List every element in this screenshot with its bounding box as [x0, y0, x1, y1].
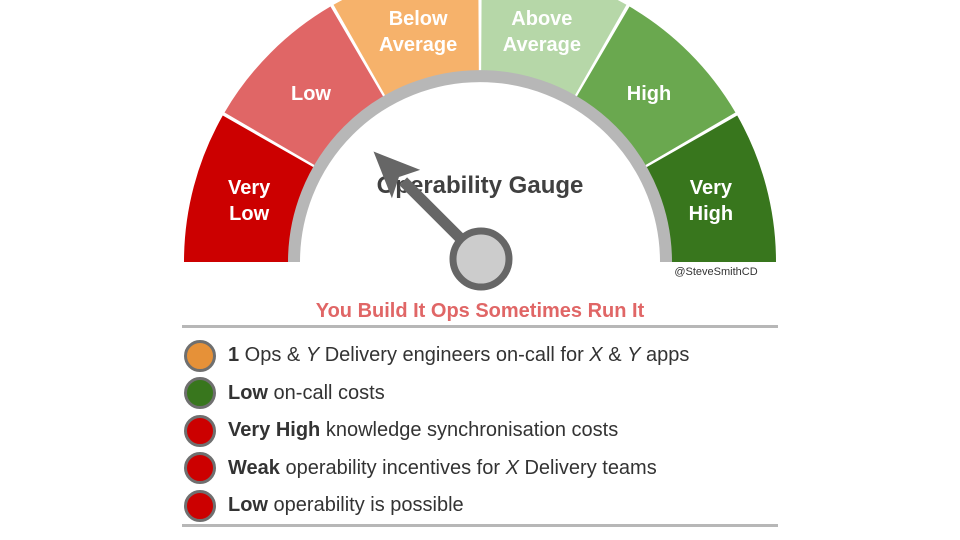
- gauge-segment-label: High: [627, 83, 671, 105]
- gauge-segment-label: Very: [228, 177, 271, 199]
- list-item: Low on-call costs: [184, 375, 784, 413]
- divider-bottom: [182, 524, 778, 527]
- status-dot-icon: [184, 489, 216, 522]
- divider-top: [182, 325, 778, 328]
- list-item-text: Low on-call costs: [228, 381, 385, 404]
- status-dot-icon: [184, 452, 216, 485]
- list-item-text: Low operability is possible: [228, 494, 464, 517]
- list-item-text: Weak operability incentives for X Delive…: [228, 456, 657, 479]
- gauge-inner-arc: [288, 70, 672, 263]
- gauge-segments: VeryLowLowBelowAverageAboveAverageHighVe…: [184, 0, 776, 263]
- needle-hub: [449, 227, 513, 291]
- gauge-segment-label: Above: [511, 8, 572, 30]
- operability-gauge: VeryLowLowBelowAverageAboveAverageHighVe…: [184, 0, 776, 291]
- gauge-segment: [638, 115, 776, 263]
- gauge-needle: [373, 151, 513, 291]
- characteristics-list: 1 Ops & Y Delivery engineers on-call for…: [184, 337, 784, 525]
- gauge-segment-label: High: [689, 203, 733, 225]
- gauge-segment-label: Low: [229, 203, 269, 225]
- gauge-segment-label: Average: [379, 34, 457, 56]
- list-item: Very High knowledge synchronisation cost…: [184, 412, 784, 450]
- gauge-segment-label: Below: [389, 8, 448, 30]
- status-dot-icon: [184, 339, 216, 372]
- status-dot-icon: [184, 414, 216, 447]
- status-dot-icon: [184, 377, 216, 410]
- list-item: 1 Ops & Y Delivery engineers on-call for…: [184, 337, 784, 375]
- gauge-segment-label: Very: [690, 177, 733, 199]
- list-item: Low operability is possible: [184, 487, 784, 525]
- gauge-segment: [184, 115, 322, 263]
- gauge-subtitle: You Build It Ops Sometimes Run It: [315, 300, 645, 322]
- gauge-segment-label: Low: [291, 83, 331, 105]
- gauge-segment-label: Average: [503, 34, 581, 56]
- list-item: Weak operability incentives for X Delive…: [184, 450, 784, 488]
- author-credit: @SteveSmithCD: [674, 266, 757, 278]
- list-item-text: Very High knowledge synchronisation cost…: [228, 419, 619, 442]
- list-item-text: 1 Ops & Y Delivery engineers on-call for…: [228, 344, 690, 367]
